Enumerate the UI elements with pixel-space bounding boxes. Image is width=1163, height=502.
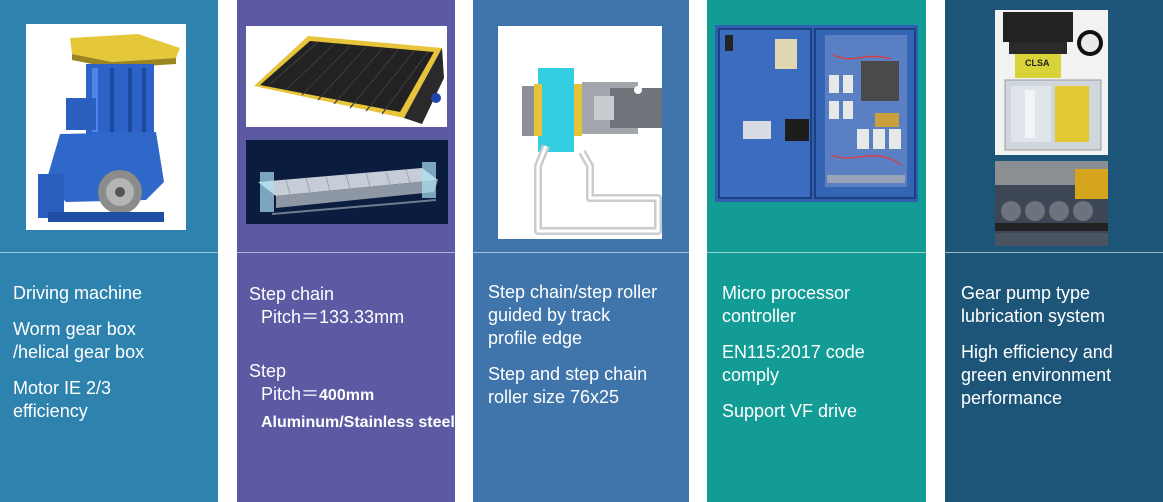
roller-track-image (498, 26, 662, 239)
gear-pump-image: CLSA (995, 10, 1108, 155)
escalator-step-icon (246, 26, 447, 127)
roller-guided-text: Step chain/step roller guided by track p… (488, 281, 689, 350)
step-pitch: Pitch＝400mm (249, 383, 455, 407)
pump-brand-label: CLSA (1025, 58, 1050, 68)
panel-text: Driving machine Worm gear box /helical g… (0, 253, 218, 502)
panel-text: Gear pump type lubrication system High e… (945, 253, 1163, 502)
vf-drive-text: Support VF drive (722, 401, 858, 421)
step-chain-assembly-image (246, 140, 448, 224)
panel-step-chain: Step chain Pitch＝133.33mm Step Pitch＝400… (237, 0, 455, 502)
panel-driving-machine: Driving machine Worm gear box /helical g… (0, 0, 218, 502)
step-chain-pitch: Pitch＝133.33mm (261, 307, 405, 327)
code-comply-text: EN115:2017 code comply (722, 341, 926, 387)
step-material: Aluminum/Stainless steel (261, 414, 455, 431)
gear-pump-icon (995, 10, 1108, 155)
step-pitch-value: 400mm (319, 387, 375, 404)
panel-divider (945, 252, 1163, 253)
worm-gear-motor-icon (26, 24, 186, 230)
gear-box-text: Worm gear box /helical gear box (13, 318, 218, 364)
worm-gear-motor-image (26, 24, 186, 230)
efficiency-text: High efficiency and green environment pe… (961, 341, 1163, 410)
chain-lubrication-icon (995, 161, 1108, 246)
panel-text: Micro processor controller EN115:2017 co… (707, 253, 926, 502)
roller-line-4: Step and step chain (488, 364, 648, 384)
panel-text: Step chain/step roller guided by track p… (473, 253, 689, 502)
control-cabinet-image (715, 25, 918, 202)
lubrication-line-3: High efficiency and (961, 342, 1113, 362)
step-chain-assembly-icon (246, 140, 448, 224)
driving-machine-title: Driving machine (13, 283, 143, 303)
panel-divider (237, 252, 455, 253)
motor-line-2: efficiency (13, 401, 88, 421)
panel-step-roller: Step chain/step roller guided by track p… (473, 0, 689, 502)
chain-lubrication-image (995, 161, 1108, 246)
lubrication-line-4: green environment (961, 365, 1112, 385)
motor-line-1: Motor IE 2/3 (13, 378, 112, 398)
panel-divider (0, 252, 218, 253)
panel-lubrication: CLSA Gear pump type lubrication system H… (945, 0, 1163, 502)
lubrication-title-text: Gear pump type lubrication system (961, 282, 1163, 328)
roller-track-diagram-icon (498, 26, 662, 239)
motor-efficiency-text: Motor IE 2/3 efficiency (13, 377, 218, 423)
panel-controller: Micro processor controller EN115:2017 co… (707, 0, 926, 502)
control-cabinet-icon (715, 25, 918, 202)
panel-divider (473, 252, 689, 253)
roller-line-3: profile edge (488, 328, 583, 348)
lubrication-line-2: lubrication system (961, 306, 1106, 326)
controller-line-4: comply (722, 365, 780, 385)
controller-line-1: Micro processor (722, 283, 851, 303)
roller-size-text: Step and step chain roller size 76x25 (488, 363, 689, 409)
panel-text: Step chain Pitch＝133.33mm Step Pitch＝400… (237, 253, 455, 502)
controller-title-text: Micro processor controller (722, 282, 926, 328)
panel-divider (707, 252, 926, 253)
step-chain-title: Step chain (249, 284, 335, 304)
roller-line-2: guided by track (488, 305, 611, 325)
lubrication-line-5: performance (961, 388, 1063, 408)
roller-line-1: Step chain/step roller (488, 282, 658, 302)
step-pitch-label: Pitch＝ (261, 384, 320, 404)
step-title: Step (249, 361, 287, 381)
gear-box-line-2: /helical gear box (13, 342, 145, 362)
controller-line-3: EN115:2017 code (722, 342, 865, 362)
roller-line-5: roller size 76x25 (488, 387, 620, 407)
gear-box-line-1: Worm gear box (13, 319, 136, 339)
escalator-step-image (246, 26, 447, 127)
lubrication-line-1: Gear pump type (961, 283, 1091, 303)
controller-line-2: controller (722, 306, 797, 326)
